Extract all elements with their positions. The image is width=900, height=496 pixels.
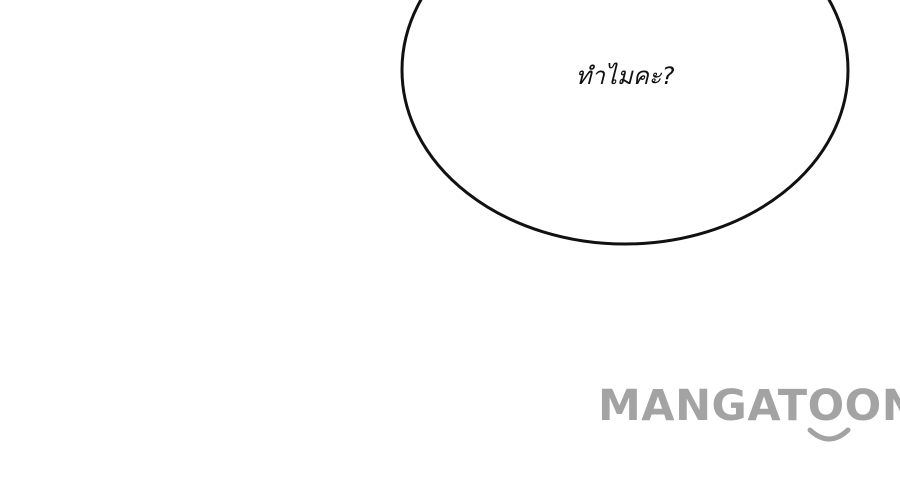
mangatoon-watermark: MANGATOON: [598, 382, 900, 446]
watermark-text: MANGATOON: [598, 381, 900, 431]
speech-bubble-text: ทำไมคะ?: [575, 62, 675, 90]
smile-icon: [807, 427, 851, 442]
speech-bubble-outline: [400, 0, 850, 246]
